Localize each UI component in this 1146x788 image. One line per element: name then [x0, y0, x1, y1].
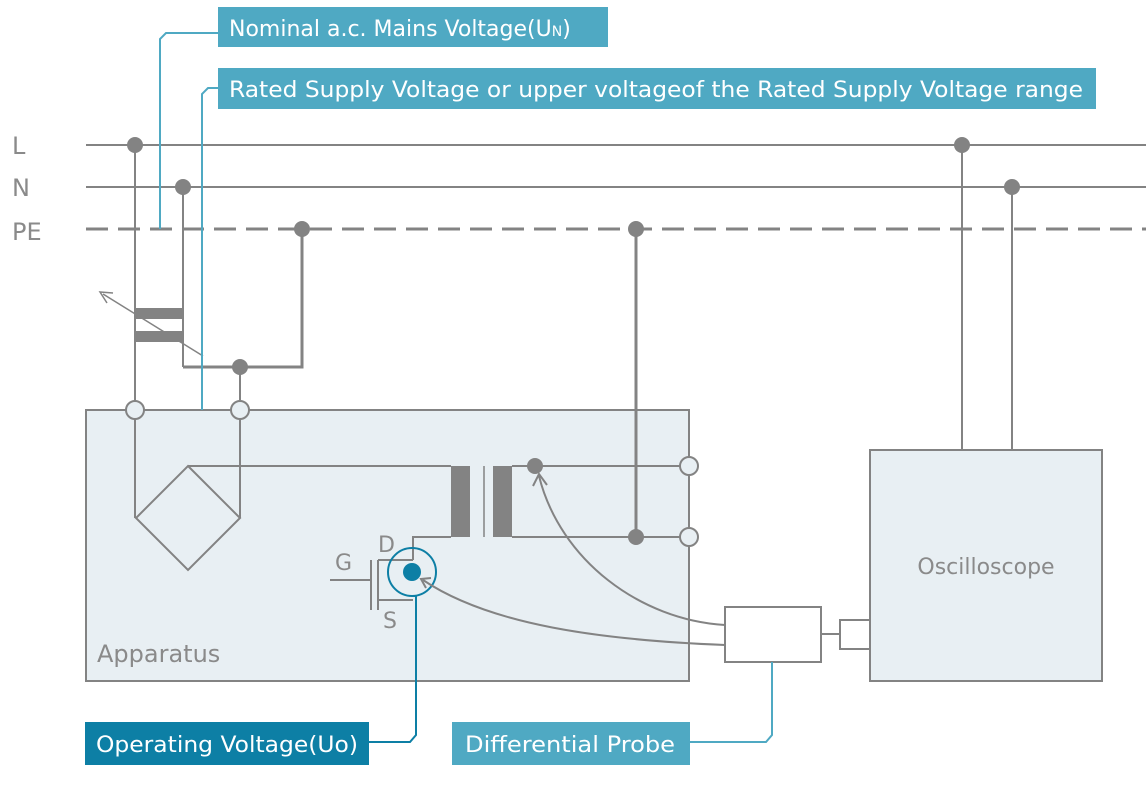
nominal-leader [159, 32, 218, 229]
apparatus-box [85, 409, 690, 682]
probe-lead-upper [538, 475, 726, 626]
junction-N [175, 179, 191, 195]
probe-leader [690, 662, 773, 743]
junction-PE-2 [628, 221, 644, 237]
rated-leader [201, 87, 218, 410]
line-label-N: N [12, 174, 30, 202]
apparatus-terminal-right [230, 400, 250, 420]
operating-leader [369, 595, 417, 743]
variac-plate-bottom [135, 331, 183, 342]
probe-callout-label: Differential Probe [465, 733, 675, 758]
mosfet-label-D: D [378, 533, 395, 558]
apparatus-label: Apparatus [97, 640, 220, 668]
nominal-callout-label: Nominal a.c. Mains Voltage(U [229, 17, 552, 42]
nominal-callout [218, 7, 608, 47]
differential-probe-box [724, 606, 822, 663]
nominal-callout-suffix: ) [562, 17, 571, 42]
bridge-rectifier [134, 464, 242, 572]
oscilloscope-box [869, 449, 1103, 682]
operating-callout [85, 722, 369, 765]
output-terminal-top [679, 456, 699, 476]
transformer-secondary [493, 466, 512, 537]
variac-plate-top [135, 308, 183, 319]
junction-pe-output [628, 529, 644, 545]
output-terminal-bottom [679, 527, 699, 547]
junction-secondary [232, 359, 248, 375]
mosfet-label-S: S [383, 609, 397, 634]
operating-callout-label: Operating Voltage(Uo) [96, 733, 358, 758]
rated-callout [218, 68, 1096, 109]
pe-ground-connection [183, 229, 304, 369]
apparatus-terminal-left [125, 400, 145, 420]
probe-connector [839, 619, 871, 650]
transformer-primary [451, 466, 470, 537]
junction-PE-1 [294, 221, 310, 237]
junction-L [127, 137, 143, 153]
probe-lead-lower [422, 579, 726, 646]
line-label-L: L [12, 132, 26, 160]
svg-text:Nominal a.c. Mains Voltage(UN): Nominal a.c. Mains Voltage(UN) [229, 17, 571, 42]
operating-voltage-measure-point [403, 563, 421, 581]
nominal-callout-sub: N [552, 24, 562, 40]
probe-callout [452, 722, 690, 765]
variac-arrow [102, 293, 204, 357]
line-label-PE: PE [12, 218, 42, 246]
mosfet-label-G: G [335, 551, 352, 576]
rated-callout-label: Rated Supply Voltage or upper voltageof … [229, 78, 1083, 103]
oscilloscope-label: Oscilloscope [917, 555, 1054, 580]
